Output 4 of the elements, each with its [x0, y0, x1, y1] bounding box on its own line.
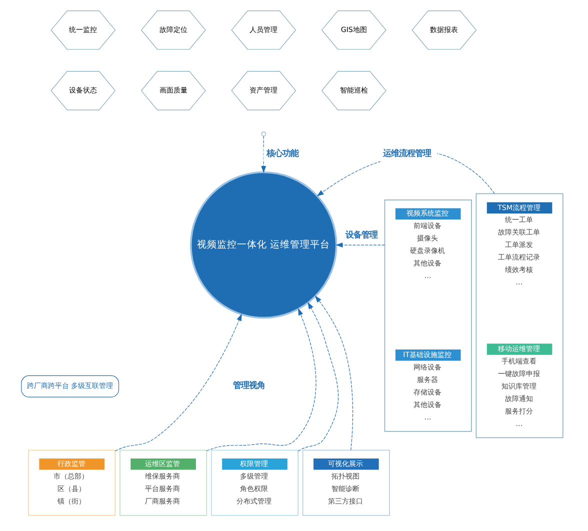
edge-label: 设备管理	[345, 230, 378, 240]
edge-label: 核心功能	[266, 148, 298, 158]
edge-label: 管理视角	[232, 380, 264, 390]
edge-label: 运维流程管理	[382, 148, 430, 158]
